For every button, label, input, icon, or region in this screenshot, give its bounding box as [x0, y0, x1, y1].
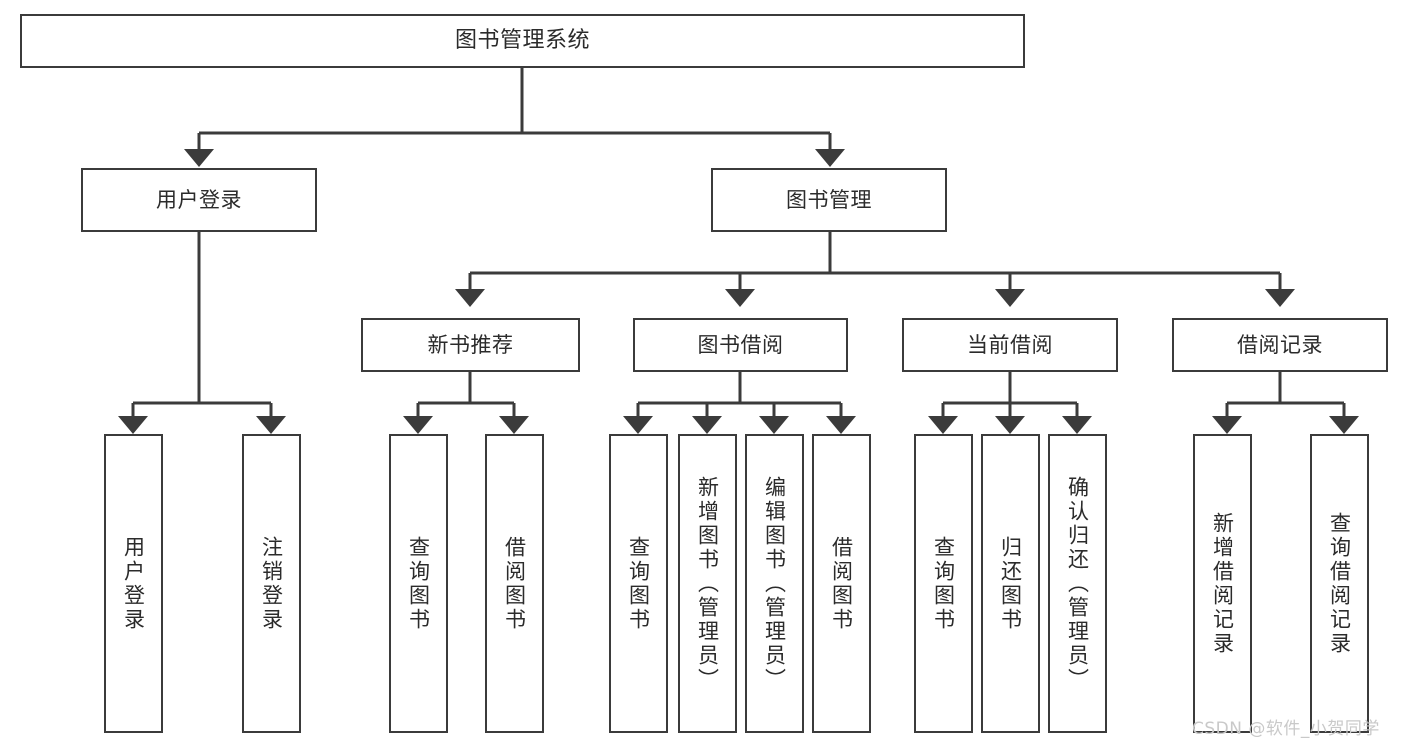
- leaf-current-return-book-label: 归还图书: [998, 535, 1023, 632]
- leaf-borrow-borrow-book-label: 借阅图书: [829, 535, 854, 632]
- leaf-new-book-query-label: 查询图书: [406, 535, 431, 632]
- leaf-new-book-borrow[interactable]: 借阅图书: [485, 434, 544, 733]
- node-root[interactable]: 图书管理系统: [20, 14, 1025, 68]
- leaf-current-query-book-label: 查询图书: [931, 535, 956, 632]
- leaf-user-login[interactable]: 用户登录: [104, 434, 163, 733]
- leaf-borrow-edit-book-label: 编辑图书（管理员）: [762, 475, 787, 692]
- node-book-management-label: 图书管理: [786, 187, 872, 212]
- leaf-current-confirm-return[interactable]: 确认归还（管理员）: [1048, 434, 1107, 733]
- node-book-management[interactable]: 图书管理: [711, 168, 947, 232]
- leaf-user-login-label: 用户登录: [121, 535, 146, 632]
- leaf-borrow-borrow-book[interactable]: 借阅图书: [812, 434, 871, 733]
- leaf-borrow-add-book[interactable]: 新增图书（管理员）: [678, 434, 737, 733]
- leaf-borrow-add-book-label: 新增图书（管理员）: [695, 475, 720, 692]
- leaf-current-query-book[interactable]: 查询图书: [914, 434, 973, 733]
- leaf-record-query[interactable]: 查询借阅记录: [1310, 434, 1369, 733]
- leaf-current-return-book[interactable]: 归还图书: [981, 434, 1040, 733]
- leaf-logout[interactable]: 注销登录: [242, 434, 301, 733]
- leaf-new-book-query[interactable]: 查询图书: [389, 434, 448, 733]
- node-borrow-record-label: 借阅记录: [1237, 332, 1323, 357]
- node-new-book-recommend[interactable]: 新书推荐: [361, 318, 580, 372]
- node-user-login[interactable]: 用户登录: [81, 168, 317, 232]
- node-book-borrow-label: 图书借阅: [697, 332, 784, 357]
- leaf-current-confirm-return-label: 确认归还（管理员）: [1065, 475, 1090, 692]
- leaf-new-book-borrow-label: 借阅图书: [502, 535, 527, 632]
- node-user-login-label: 用户登录: [156, 187, 242, 212]
- watermark-csdn: CSDN @软件_小贺同学: [1192, 719, 1380, 739]
- node-borrow-record[interactable]: 借阅记录: [1172, 318, 1388, 372]
- leaf-borrow-edit-book[interactable]: 编辑图书（管理员）: [745, 434, 804, 733]
- leaf-borrow-query-book[interactable]: 查询图书: [609, 434, 668, 733]
- node-new-book-recommend-label: 新书推荐: [427, 332, 514, 357]
- leaf-record-add-label: 新增借阅记录: [1210, 511, 1235, 656]
- node-current-borrow[interactable]: 当前借阅: [902, 318, 1118, 372]
- node-book-borrow[interactable]: 图书借阅: [633, 318, 848, 372]
- leaf-record-query-label: 查询借阅记录: [1327, 511, 1352, 656]
- leaf-record-add[interactable]: 新增借阅记录: [1193, 434, 1252, 733]
- node-root-label: 图书管理系统: [454, 28, 590, 54]
- leaf-borrow-query-book-label: 查询图书: [626, 535, 651, 632]
- node-current-borrow-label: 当前借阅: [967, 332, 1053, 357]
- leaf-logout-label: 注销登录: [259, 535, 284, 632]
